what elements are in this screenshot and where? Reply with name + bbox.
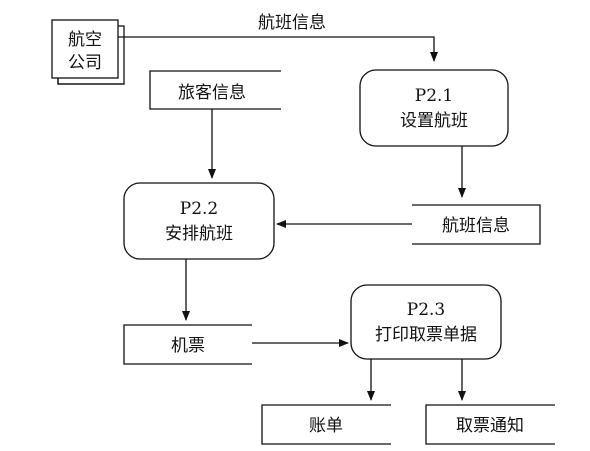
process-p22-name: 安排航班 bbox=[165, 224, 233, 244]
store-bill-label: 账单 bbox=[309, 416, 343, 436]
process-p21-id: P2.1 bbox=[415, 86, 453, 106]
store-passenger-info-label: 旅客信息 bbox=[178, 83, 246, 103]
store-flight-info: 航班信息 bbox=[412, 204, 541, 245]
store-flight-info-label: 航班信息 bbox=[442, 216, 510, 236]
entity-airline-label-2: 公司 bbox=[68, 53, 102, 73]
process-p21-name: 设置航班 bbox=[400, 111, 468, 131]
process-p23-id: P2.3 bbox=[407, 300, 445, 320]
store-ticket: 机票 bbox=[123, 324, 252, 365]
flow-airline-to-p21: 航班信息 bbox=[118, 13, 438, 62]
store-ticket-label: 机票 bbox=[171, 336, 205, 356]
entity-airline: 航空 公司 bbox=[51, 19, 125, 85]
process-p22-id: P2.2 bbox=[180, 199, 218, 219]
process-p23-name: 打印取票单据 bbox=[375, 325, 477, 345]
store-pickup-notice: 取票通知 bbox=[425, 404, 555, 445]
process-p22: P2.2 安排航班 bbox=[123, 182, 275, 260]
flow-airline-to-p21-label: 航班信息 bbox=[258, 13, 326, 33]
store-pickup-notice-label: 取票通知 bbox=[456, 416, 524, 436]
store-bill: 账单 bbox=[261, 404, 391, 445]
entity-airline-label-1: 航空 bbox=[68, 30, 102, 50]
store-passenger-info: 旅客信息 bbox=[149, 70, 281, 110]
process-p21: P2.1 设置航班 bbox=[359, 69, 509, 147]
process-p23: P2.3 打印取票单据 bbox=[350, 284, 502, 360]
